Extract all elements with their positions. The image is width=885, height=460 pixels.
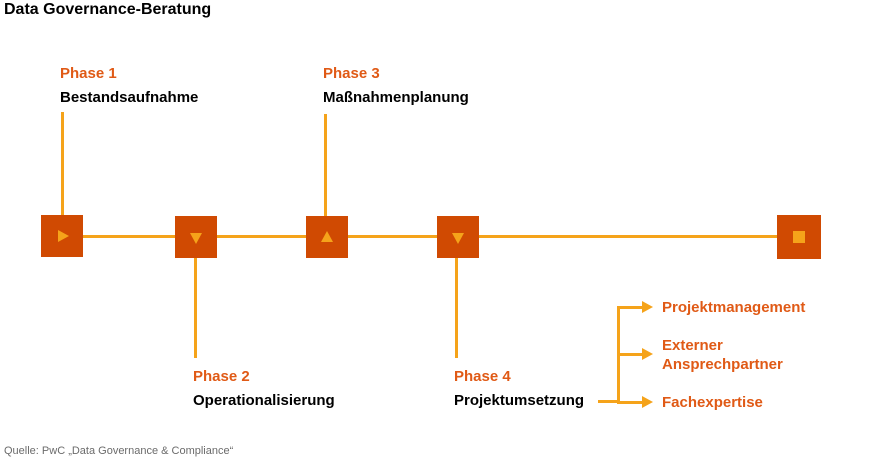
phase-2-label: Phase 2 bbox=[193, 368, 250, 385]
phase-3-connector bbox=[324, 114, 327, 222]
branch-arrow-2 bbox=[617, 353, 644, 356]
output-fachexpertise: Fachexpertise bbox=[662, 394, 763, 411]
timeline-line bbox=[62, 235, 800, 238]
triangle-right-icon bbox=[57, 230, 69, 242]
triangle-down-icon bbox=[190, 232, 202, 244]
branch-arrow-3 bbox=[617, 401, 644, 404]
phase-1-marker bbox=[41, 215, 83, 257]
phase-2-name: Operationalisierung bbox=[193, 392, 335, 409]
triangle-up-icon bbox=[321, 230, 333, 242]
end-marker bbox=[777, 215, 821, 259]
phase-3-marker bbox=[306, 216, 348, 258]
arrow-right-icon bbox=[642, 396, 653, 408]
phase-2-marker bbox=[175, 216, 217, 258]
branch-arrow-1 bbox=[617, 306, 644, 309]
square-icon bbox=[793, 231, 805, 243]
arrow-right-icon bbox=[642, 301, 653, 313]
branch-stem bbox=[598, 400, 618, 403]
phase-4-name: Projektumsetzung bbox=[454, 392, 585, 409]
phase-3-name: Maßnahmenplanung bbox=[323, 89, 469, 106]
phase-1-label: Phase 1 bbox=[60, 65, 117, 82]
phase-2-connector bbox=[194, 250, 197, 358]
phase-1-connector bbox=[61, 112, 64, 222]
source-note: Quelle: PwC „Data Governance & Complianc… bbox=[4, 445, 234, 457]
diagram-title: Data Governance-Beratung bbox=[4, 1, 212, 18]
output-projektmanagement: Projektmanagement bbox=[662, 299, 806, 316]
phase-4-connector bbox=[455, 250, 458, 358]
arrow-right-icon bbox=[642, 348, 653, 360]
phase-1-name: Bestandsaufnahme bbox=[60, 89, 199, 106]
output-ansprechpartner: Ansprechpartner bbox=[662, 356, 783, 373]
phase-3-label: Phase 3 bbox=[323, 65, 380, 82]
phase-4-label: Phase 4 bbox=[454, 368, 511, 385]
triangle-down-icon bbox=[452, 232, 464, 244]
phase-4-marker bbox=[437, 216, 479, 258]
output-externer: Externer bbox=[662, 337, 723, 354]
